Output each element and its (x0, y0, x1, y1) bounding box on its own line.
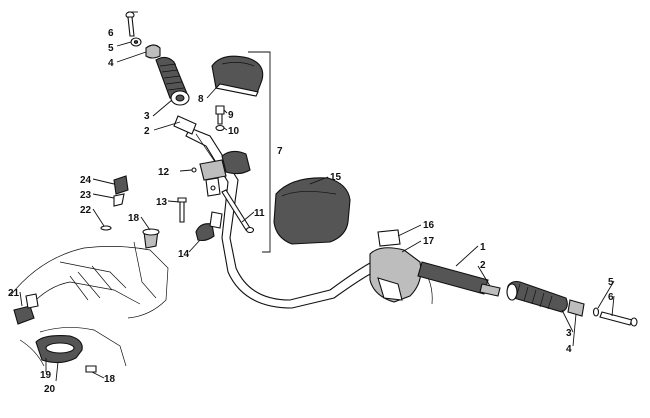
clamp-screw (221, 189, 255, 234)
callout-20: 20 (44, 384, 56, 395)
callout-2-right: 2 (480, 260, 486, 271)
callout-7: 7 (277, 146, 283, 157)
callout-16: 16 (423, 220, 435, 231)
throttle-decal (377, 229, 401, 247)
callout-2-left: 2 (144, 126, 150, 137)
callout-12: 12 (158, 167, 170, 178)
console-switch (13, 293, 39, 325)
callout-9: 9 (228, 110, 234, 121)
callout-3-left: 3 (144, 111, 150, 122)
callout-7-bracket (248, 51, 271, 253)
callout-22: 22 (80, 205, 92, 216)
set-screw (191, 167, 197, 173)
right-bar-end-weight (567, 299, 585, 317)
cover-washer (215, 124, 225, 132)
callout-15: 15 (330, 172, 342, 183)
left-bar-end-tube (173, 115, 197, 135)
callout-23: 23 (80, 190, 92, 201)
callout-18-lower: 18 (104, 374, 116, 385)
callout-5-right: 5 (608, 277, 614, 288)
left-screw (125, 11, 135, 37)
callout-labels: 6 5 4 3 2 8 9 10 7 12 13 11 14 15 16 17 … (8, 28, 614, 395)
right-washer (592, 307, 600, 317)
right-screw (599, 311, 638, 327)
callout-14: 14 (178, 249, 190, 260)
throttle-housing (369, 247, 433, 305)
switch-clamp (195, 211, 223, 242)
callout-6-left: 6 (108, 28, 114, 39)
long-screw (177, 197, 187, 223)
callout-11: 11 (254, 208, 265, 219)
callout-3-right: 3 (566, 328, 572, 339)
console-knob (113, 175, 129, 195)
callout-13: 13 (156, 197, 168, 208)
cover-bolt (215, 105, 225, 125)
callout-4-right: 4 (566, 344, 572, 355)
right-grip (506, 280, 568, 313)
callout-19: 19 (40, 370, 52, 381)
callout-17: 17 (423, 236, 435, 247)
right-bar-end-tube (479, 283, 501, 297)
left-bar-end-weight (145, 44, 161, 59)
callout-6-right: 6 (608, 292, 614, 303)
callout-5-left: 5 (108, 43, 114, 54)
callout-24: 24 (80, 175, 92, 186)
callout-18-upper: 18 (128, 213, 140, 224)
callout-8: 8 (198, 94, 204, 105)
console-knob-nut (113, 193, 125, 207)
callout-4-left: 4 (108, 58, 114, 69)
console-light-upper (142, 228, 160, 249)
console-knob-washer (100, 225, 112, 231)
left-washer (130, 37, 142, 47)
throttle-cover (211, 55, 264, 97)
right-bar-tube (417, 261, 489, 295)
callout-21: 21 (8, 288, 20, 299)
console-light-lower (85, 365, 97, 373)
handlebar-pad (273, 177, 351, 245)
leader-lines (19, 11, 615, 382)
left-control-block (199, 150, 251, 197)
left-grip (155, 56, 190, 106)
callout-1: 1 (480, 242, 486, 253)
console-gauge (35, 335, 83, 364)
callout-10: 10 (228, 126, 240, 137)
